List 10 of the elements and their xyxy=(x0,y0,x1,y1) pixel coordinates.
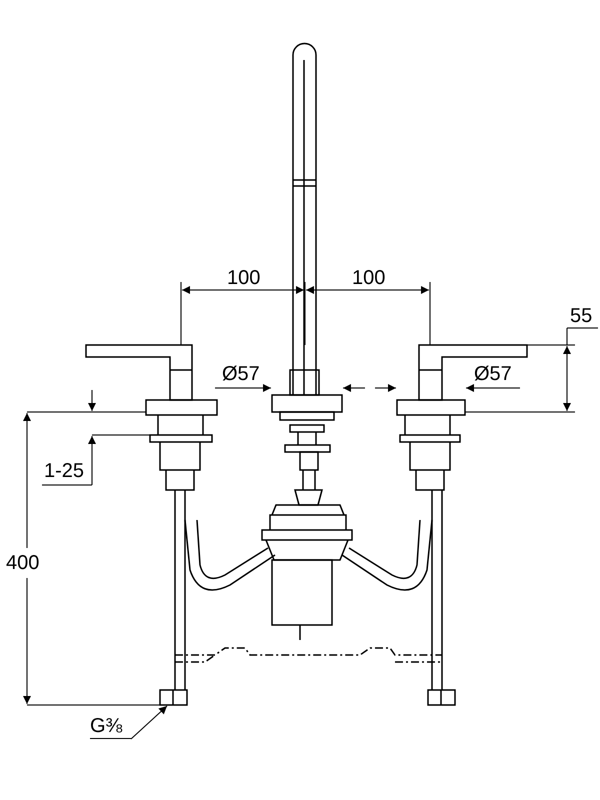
dimension-label: Ø57 xyxy=(222,363,260,385)
dimension-label: Ø57 xyxy=(474,363,512,385)
dimension-label: 1-25 xyxy=(44,460,84,482)
dimension-label: 400 xyxy=(6,552,40,574)
thread-size-label: G⅜ xyxy=(90,715,131,739)
dimension-label: 55 xyxy=(570,305,592,327)
dimension-label: 100 xyxy=(227,267,260,289)
leader-line xyxy=(130,706,168,740)
hex-nut xyxy=(159,689,188,706)
dimension-label: 100 xyxy=(352,267,386,289)
